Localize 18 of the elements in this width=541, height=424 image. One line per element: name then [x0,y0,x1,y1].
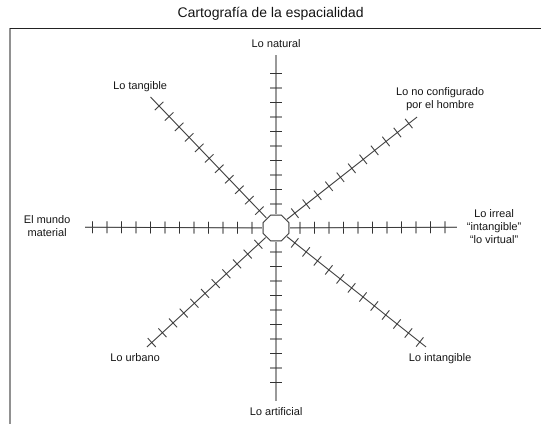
axis-label: El mundo material [22,214,72,240]
center-octagon [262,214,290,242]
tick-axis-line [84,220,262,234]
tick-axis-line [290,220,458,234]
diagram-title: Cartografía de la espacialidad [176,4,364,20]
tick-axis-line [270,242,282,402]
tick-axis-line [150,96,267,218]
axis-label: Lo tangible [113,80,167,92]
tick-axis-line [286,116,418,220]
tick-axis-line [146,237,266,348]
axis-label: Lo intangible [408,352,472,364]
tick-axis-line [270,54,282,214]
axis-label: Lo artificial [250,406,302,418]
axis-label: Lo irreal “intangible” “lo virtual” [466,208,522,246]
axis-label: Lo no configurado por el hombre [394,86,486,112]
tick-axis-line [286,236,427,348]
axis-label: Lo natural [252,38,300,50]
axis-label: Lo urbano [110,352,160,364]
